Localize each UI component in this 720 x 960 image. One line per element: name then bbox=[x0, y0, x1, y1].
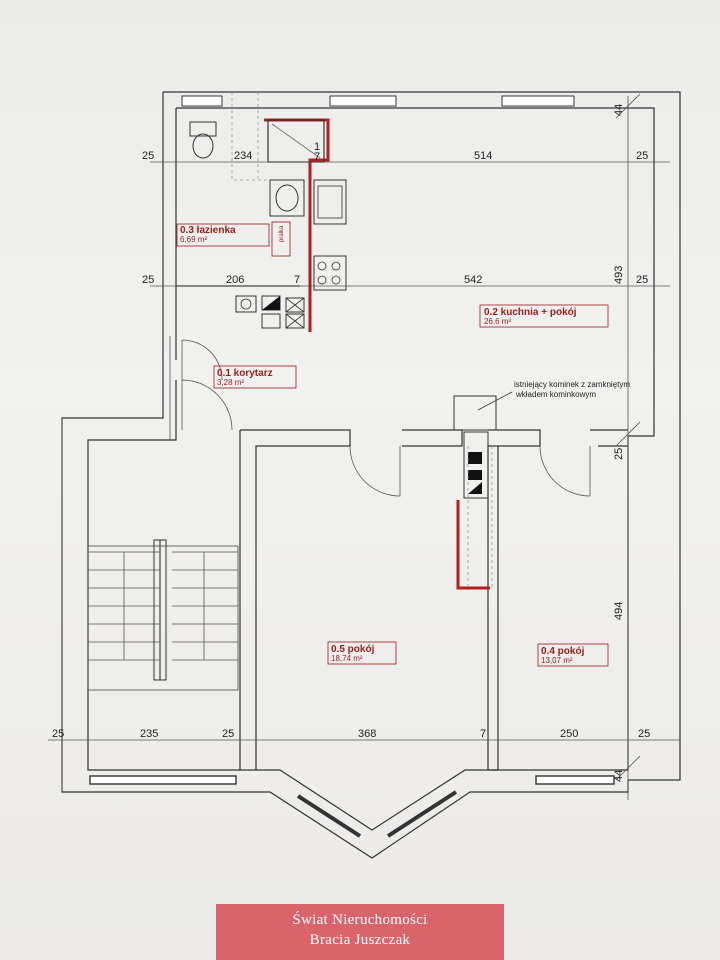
dim-top-bathroom: 234 bbox=[234, 150, 252, 162]
room-area: 6,69 m² bbox=[180, 235, 207, 244]
room-label-corridor: 0.1 korytarz 3,28 m² bbox=[213, 365, 297, 389]
dim-right-rooms: 494 bbox=[613, 602, 625, 620]
kitchen-fixtures bbox=[313, 179, 347, 291]
agency-logo: Świat Nieruchomości Bracia Juszczak bbox=[216, 904, 504, 960]
bathroom-fixtures: pralka bbox=[189, 92, 325, 257]
outer-walls bbox=[61, 91, 681, 859]
room-name: 0.2 kuchnia + pokój bbox=[484, 307, 577, 318]
fireplace-note-line2: wkładem kominkowym bbox=[515, 390, 596, 399]
room-label-room4: 0.4 pokój 13,07 m² bbox=[537, 643, 609, 667]
dim-bottom-right: 25 bbox=[638, 728, 650, 740]
dim-kitchen-main: 542 bbox=[464, 274, 482, 286]
dim-bottom-partition: 7 bbox=[480, 728, 486, 740]
dim-kitchen-wall: 7 bbox=[294, 274, 300, 286]
room-area: 13,07 m² bbox=[541, 656, 573, 665]
room-label-kitchen: 0.2 kuchnia + pokój 26,6 m² bbox=[479, 304, 609, 328]
room-name: 0.5 pokój bbox=[331, 644, 375, 655]
dimension-lines bbox=[48, 93, 680, 800]
room-labels: 0.3 łazienka 6,69 m² 0.2 kuchnia + pokój… bbox=[176, 223, 609, 667]
dim-right-kitchen: 493 bbox=[613, 266, 625, 284]
fireplace-note-line1: istniejący kominek z zamkniętym bbox=[514, 380, 630, 389]
room-name: 0.1 korytarz bbox=[217, 368, 273, 379]
dim-right-upper: 44 bbox=[613, 104, 625, 116]
dim-right-lower: 44 bbox=[613, 770, 625, 782]
dim-bottom-room5: 368 bbox=[358, 728, 376, 740]
room-label-bathroom: 0.3 łazienka 6,69 m² bbox=[176, 223, 270, 247]
ventilation-shafts bbox=[235, 295, 493, 590]
dim-bottom-left: 25 bbox=[52, 728, 64, 740]
room-area: 3,28 m² bbox=[217, 378, 244, 387]
dim-top-left: 25 bbox=[142, 150, 154, 162]
new-walls bbox=[264, 118, 490, 590]
fireplace: istniejący kominek z zamkniętym wkładem … bbox=[453, 380, 630, 431]
dim-top-right: 25 bbox=[636, 150, 648, 162]
dim-right-mid: 25 bbox=[613, 448, 625, 460]
room-name: 0.3 łazienka bbox=[180, 225, 236, 236]
dim-bottom-room4: 250 bbox=[560, 728, 578, 740]
interior-walls bbox=[176, 285, 628, 771]
room-area: 18,74 m² bbox=[331, 654, 363, 663]
laundry-label: pralka bbox=[279, 225, 285, 242]
dim-top-kitchen: 514 bbox=[474, 150, 492, 162]
dim-wc-wall-2: 7 bbox=[314, 151, 320, 163]
room-label-room5: 0.5 pokój 18,74 m² bbox=[327, 641, 397, 665]
windows bbox=[89, 95, 615, 838]
staircase bbox=[87, 539, 239, 691]
dim-kitchen-hall: 206 bbox=[226, 274, 244, 286]
dim-kitchen-right: 25 bbox=[636, 274, 648, 286]
dim-bottom-wall: 25 bbox=[222, 728, 234, 740]
dimension-labels: 25 234 514 25 1 7 25 206 7 542 25 25 235… bbox=[52, 104, 650, 782]
logo-line-1: Świat Nieruchomości bbox=[292, 912, 428, 928]
dim-kitchen-left: 25 bbox=[142, 274, 154, 286]
doors bbox=[169, 336, 591, 497]
room-area: 26,6 m² bbox=[484, 317, 511, 326]
dim-wc-wall-1: 1 bbox=[314, 141, 320, 153]
room-name: 0.4 pokój bbox=[541, 646, 585, 657]
dim-bottom-stairs: 235 bbox=[140, 728, 158, 740]
logo-line-2: Bracia Juszczak bbox=[309, 932, 411, 948]
